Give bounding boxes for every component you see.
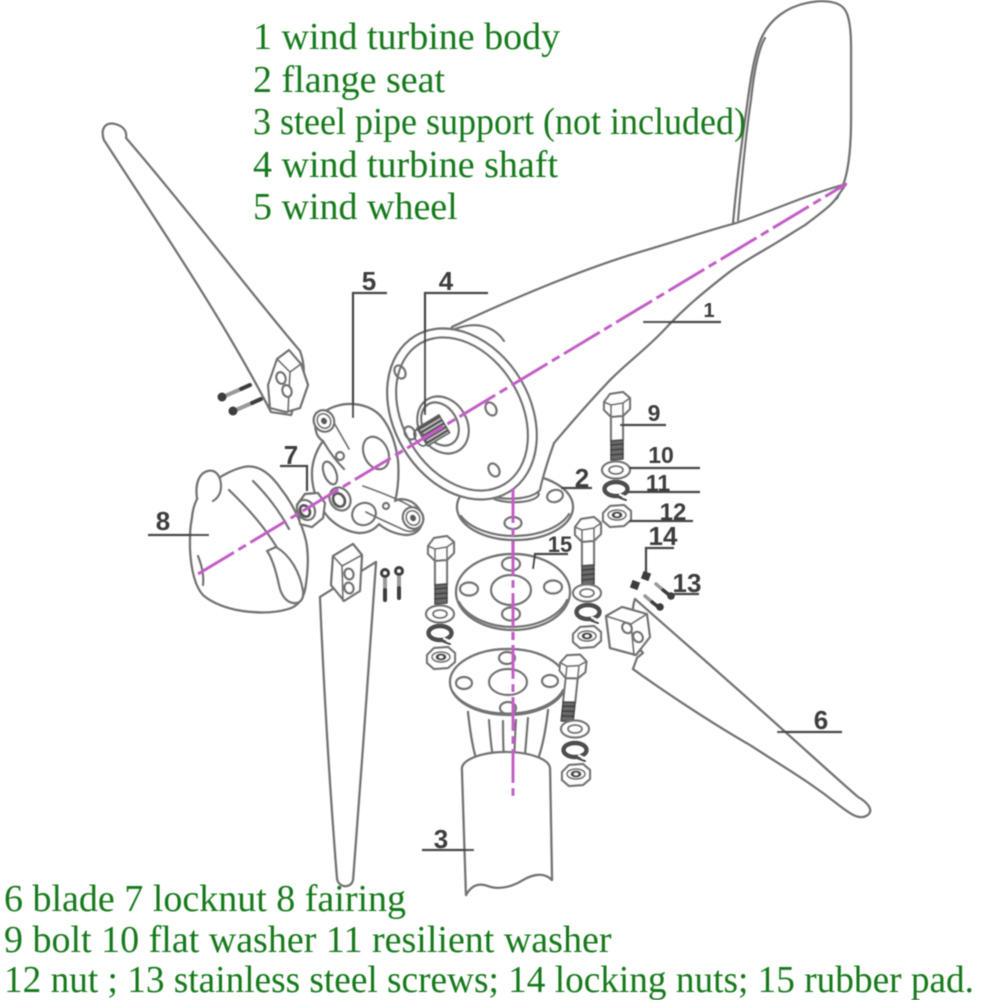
svg-text:9 bolt 10 flat washer 11 resil: 9 bolt 10 flat washer 11 resilient washe… — [4, 919, 612, 961]
svg-text:9: 9 — [648, 400, 661, 426]
svg-text:8: 8 — [156, 506, 170, 536]
svg-text:11: 11 — [646, 470, 671, 496]
svg-text:1: 1 — [703, 300, 714, 322]
svg-text:10: 10 — [648, 442, 674, 468]
svg-text:3 steel pipe support (not incl: 3 steel pipe support (not included) — [253, 101, 746, 143]
svg-text:5 wind wheel: 5 wind wheel — [253, 186, 458, 228]
svg-text:4 wind turbine shaft: 4 wind turbine shaft — [253, 144, 558, 186]
svg-text:15: 15 — [548, 532, 572, 557]
svg-text:6 blade 7 locknut 8 fairing: 6 blade 7 locknut 8 fairing — [4, 878, 406, 920]
svg-text:5: 5 — [362, 266, 376, 296]
svg-text:13: 13 — [673, 568, 702, 598]
svg-text:12: 12 — [660, 499, 687, 526]
svg-text:14: 14 — [649, 521, 678, 551]
svg-text:1 wind turbine body: 1 wind turbine body — [253, 16, 560, 58]
svg-text:6: 6 — [814, 705, 828, 735]
svg-text:2 flange seat: 2 flange seat — [253, 59, 445, 101]
svg-text:7: 7 — [284, 440, 298, 470]
svg-text:4: 4 — [439, 266, 454, 296]
svg-text:3: 3 — [434, 824, 448, 854]
svg-text:12 nut ; 13 stainless steel sc: 12 nut ; 13 stainless steel screws; 14 l… — [4, 959, 974, 1000]
svg-text:2: 2 — [575, 463, 589, 493]
